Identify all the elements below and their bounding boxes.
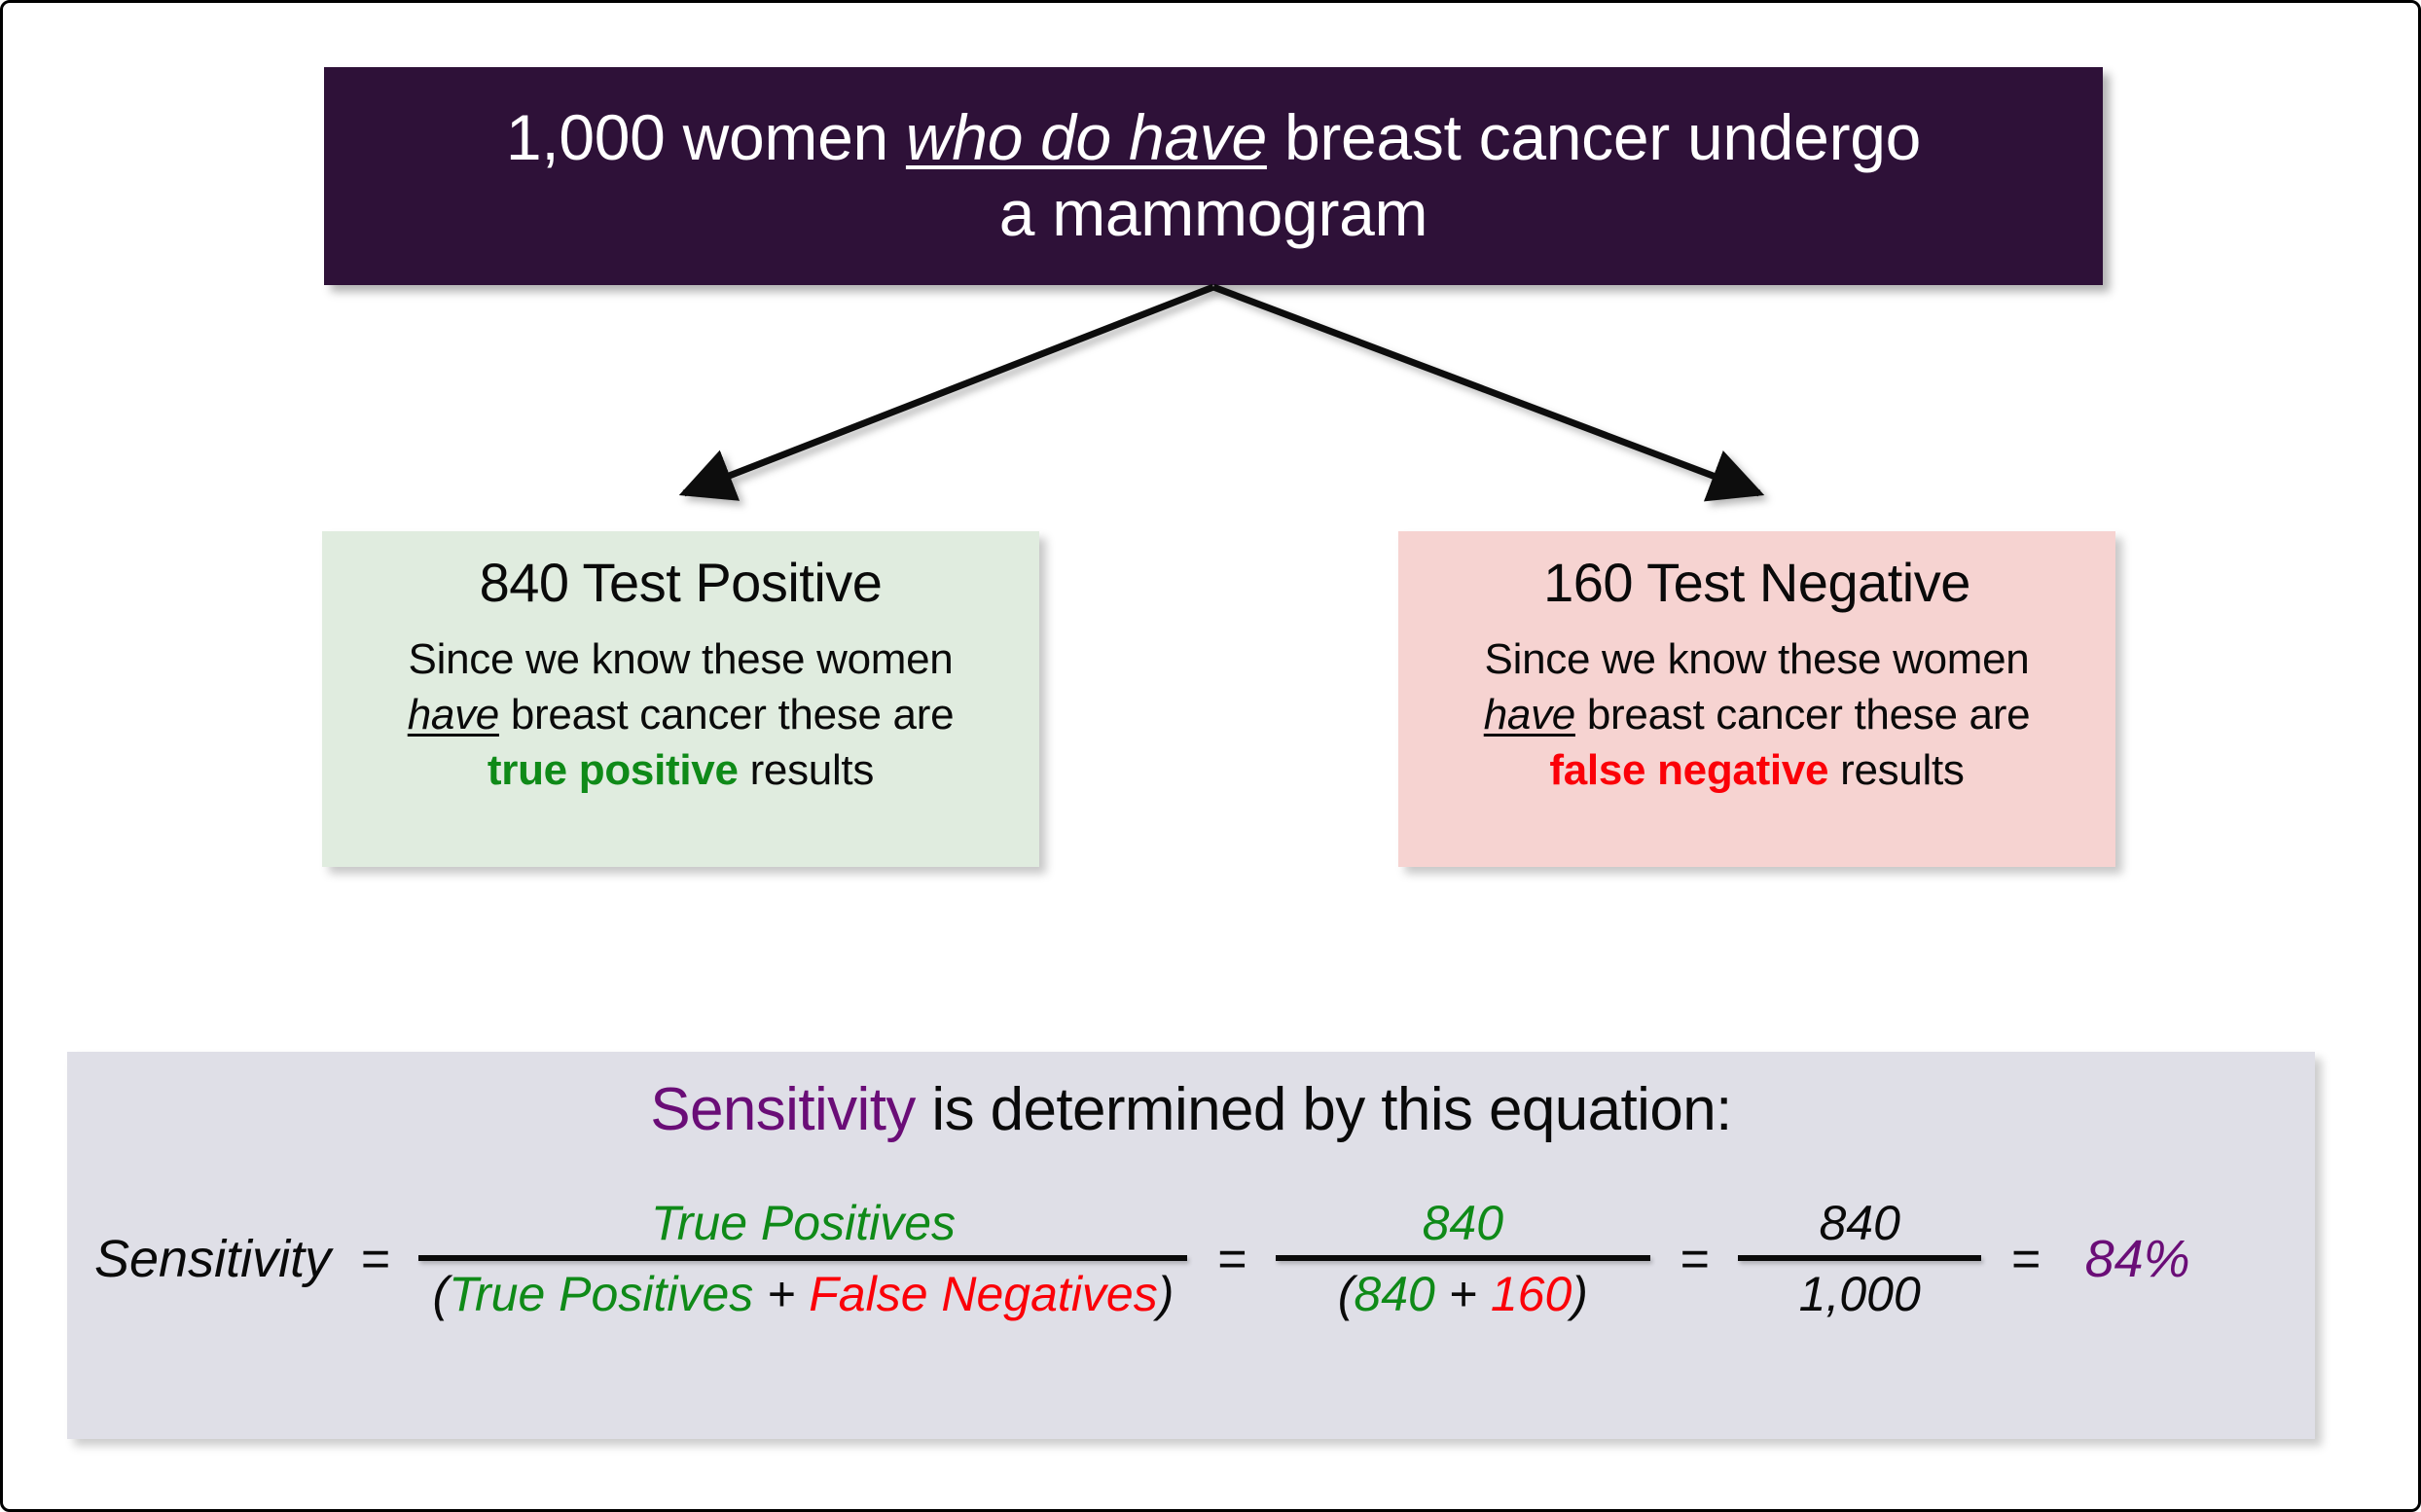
positive-outcome-box: 840 Test Positive Since we know these wo… [322,531,1039,867]
paren-open: ( [432,1266,450,1321]
fraction-symbolic-denominator: (True Positives + False Negatives) [421,1261,1186,1320]
negative-box-title: 160 Test Negative [1543,552,1970,613]
equation-panel: Sensitivity is determined by this equati… [67,1052,2315,1439]
branch-arrow-left [678,283,1215,501]
header-text: 1,000 women who do have breast cancer un… [506,100,1921,252]
denominator-false-negatives: False Negatives [809,1266,1158,1321]
paren-close-2: ) [1572,1266,1588,1321]
fraction-bar-2 [1275,1254,1650,1261]
fraction-numeric: 840 (840 + 160) [1275,1196,1650,1320]
equation-label: Sensitivity [94,1229,332,1288]
fraction-simplified-denominator: 1,000 [1798,1266,1921,1321]
header-line1-prefix: 1,000 women [505,101,906,174]
false-negative-term: false negative [1549,746,1829,795]
denominator-840: 840 [1354,1266,1435,1321]
fraction-symbolic: True Positives (True Positives + False N… [418,1196,1188,1320]
fraction-simplified-numerator: 840 [1819,1196,1900,1250]
fraction-simplified: 840 1,000 [1738,1196,1982,1321]
negative-box-body: Since we know these women have breast ca… [1424,631,2090,799]
positive-body-emphasis: have [407,690,500,738]
fraction-bar [418,1254,1188,1261]
denominator-160: 160 [1490,1266,1572,1321]
positive-box-body: Since we know these women have breast ca… [347,631,1014,799]
header-line1-suffix: breast cancer undergo [1266,101,1922,174]
header-box: 1,000 women who do have breast cancer un… [324,67,2103,285]
equals-sign-4: = [2010,1230,2041,1287]
fraction-symbolic-numerator: True Positives [650,1196,956,1250]
equation-row: Sensitivity = True Positives (True Posit… [67,1198,2315,1319]
paren-open-2: ( [1337,1266,1355,1321]
positive-body-line1: Since we know these women [408,634,954,683]
panel-heading-rest: is determined by this equation: [915,1076,1732,1143]
header-line1-emphasis: who do have [905,101,1267,174]
true-positive-term: true positive [487,746,739,795]
branch-arrow-right [1211,283,1765,502]
fraction-numeric-denominator: (840 + 160) [1326,1261,1600,1320]
equals-sign-2: = [1216,1230,1247,1287]
positive-body-line3-rest: results [738,746,875,795]
denominator-true-positives: True Positives [449,1266,754,1321]
negative-body-line3-rest: results [1828,746,1965,795]
fraction-bar-3 [1738,1254,1982,1261]
equals-sign-3: = [1679,1230,1710,1287]
positive-box-title: 840 Test Positive [479,552,883,613]
negative-outcome-box: 160 Test Negative Since we know these wo… [1398,531,2115,867]
positive-body-line2-rest: breast cancer these are [498,690,955,738]
denominator-plus-2: + [1434,1266,1491,1321]
negative-body-line2-rest: breast cancer these are [1574,690,2031,738]
paren-close: ) [1157,1266,1174,1321]
fraction-numeric-numerator: 840 [1422,1196,1504,1250]
equals-sign-1: = [360,1230,390,1287]
sensitivity-result: 84% [2084,1229,2190,1288]
negative-body-emphasis: have [1483,690,1576,738]
negative-body-line1: Since we know these women [1484,634,2030,683]
header-line2: a mammogram [998,177,1428,249]
panel-heading: Sensitivity is determined by this equati… [67,1052,2315,1144]
panel-heading-term: Sensitivity [650,1076,916,1143]
denominator-plus: + [753,1266,810,1321]
